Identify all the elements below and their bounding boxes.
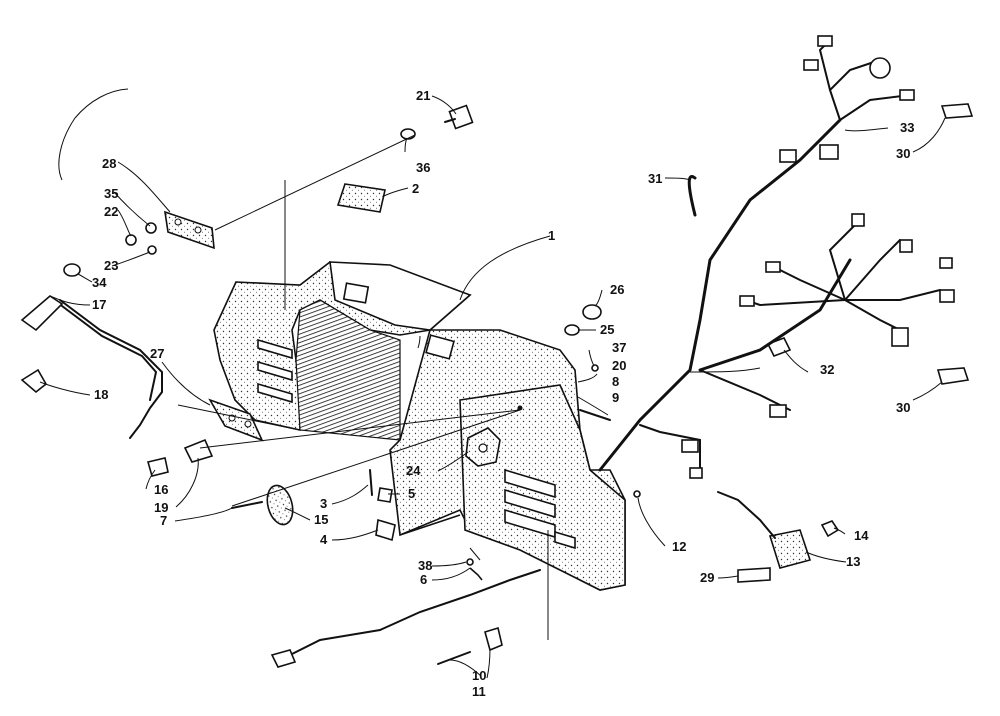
callout-27: 27 xyxy=(150,346,164,361)
callout-29: 29 xyxy=(700,570,714,585)
grommet-26 xyxy=(582,304,602,320)
regulator-13 xyxy=(717,491,812,569)
callout-22: 22 xyxy=(104,204,118,219)
callout-14: 14 xyxy=(854,528,869,543)
callout-25: 25 xyxy=(600,322,614,337)
callout-20: 20 xyxy=(612,358,626,373)
callout-13: 13 xyxy=(846,554,860,569)
wiring-harness xyxy=(598,35,955,479)
console-housing xyxy=(164,210,626,591)
callout-1: 1 xyxy=(548,228,555,243)
callout-32: 32 xyxy=(820,362,834,377)
callout-26: 26 xyxy=(610,282,624,297)
leader-lines xyxy=(39,88,946,679)
washer-37 xyxy=(591,364,599,372)
callout-37: 37 xyxy=(612,340,626,355)
washer-12 xyxy=(633,490,641,498)
callout-23: 23 xyxy=(104,258,118,273)
callout-12: 12 xyxy=(672,539,686,554)
callout-17: 17 xyxy=(92,297,106,312)
plate-2 xyxy=(336,183,386,213)
callout-3: 3 xyxy=(320,496,327,511)
ground-wire xyxy=(279,569,541,661)
knob-19 xyxy=(183,438,214,463)
callout-30-bottom: 30 xyxy=(896,400,910,415)
callout-31: 31 xyxy=(648,171,662,186)
ground-terminal xyxy=(270,649,297,668)
callout-4: 4 xyxy=(320,532,328,547)
bracket-16 xyxy=(147,457,169,477)
callout-38: 38 xyxy=(418,558,432,573)
callout-16: 16 xyxy=(154,482,168,497)
bracket-4 xyxy=(375,518,396,542)
callout-15: 15 xyxy=(314,512,328,527)
grommet-36 xyxy=(400,128,416,140)
callout-10: 10 xyxy=(472,668,486,683)
clip-11 xyxy=(484,626,503,652)
key-18 xyxy=(20,368,48,394)
nut-22 xyxy=(125,234,137,246)
switch-21 xyxy=(444,104,474,130)
callout-30-top: 30 xyxy=(896,146,910,161)
callout-2: 2 xyxy=(412,181,419,196)
callout-11: 11 xyxy=(472,684,486,699)
clamp-31 xyxy=(687,174,697,217)
callout-34: 34 xyxy=(92,275,107,290)
callout-5: 5 xyxy=(408,486,415,501)
clip-5 xyxy=(377,487,393,503)
callout-labels: 1 2 3 4 5 6 7 8 9 10 11 12 13 14 15 16 1… xyxy=(92,88,914,699)
callout-19: 19 xyxy=(154,500,168,515)
small-parts xyxy=(20,103,974,665)
callout-33: 33 xyxy=(900,120,914,135)
callout-8: 8 xyxy=(612,374,619,389)
grommet-25 xyxy=(564,324,580,336)
callout-21: 21 xyxy=(416,88,430,103)
callout-18: 18 xyxy=(94,387,108,402)
grommet-34 xyxy=(63,263,81,277)
callout-6: 6 xyxy=(420,572,427,587)
bolt-29 xyxy=(737,567,771,583)
callout-35: 35 xyxy=(104,186,118,201)
callout-9: 9 xyxy=(612,390,619,405)
callout-36: 36 xyxy=(416,160,430,175)
cap-30-bottom xyxy=(936,367,970,385)
callout-28: 28 xyxy=(102,156,116,171)
ignition-switch-17 xyxy=(20,294,163,439)
callout-7: 7 xyxy=(160,513,167,528)
callout-24: 24 xyxy=(406,463,421,478)
cap-30-top xyxy=(940,103,974,119)
light-15 xyxy=(266,484,294,526)
washer-35 xyxy=(145,222,157,234)
washer-38 xyxy=(466,558,474,566)
